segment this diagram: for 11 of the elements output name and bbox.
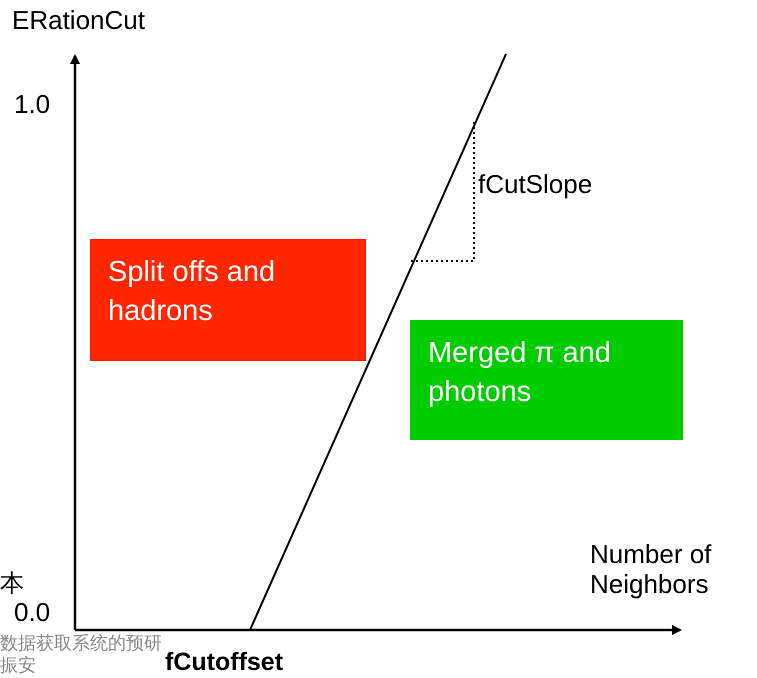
tick-label: 1.0 (14, 90, 50, 120)
slope-label: fCutSlope (478, 170, 592, 200)
axis-title: ERationCut (12, 6, 145, 36)
axis-label: fCutoffset (165, 648, 284, 677)
region-box: Merged π and photons (410, 320, 683, 440)
footer-text: 本 (0, 570, 24, 598)
footer-text: 振安 (0, 655, 36, 676)
region-box: Split offs and hadrons (90, 239, 366, 361)
footer-text: 数据获取系统的预研 (0, 633, 162, 654)
axis-title: Number of Neighbors (590, 540, 712, 600)
tick-label: 0.0 (14, 598, 50, 628)
